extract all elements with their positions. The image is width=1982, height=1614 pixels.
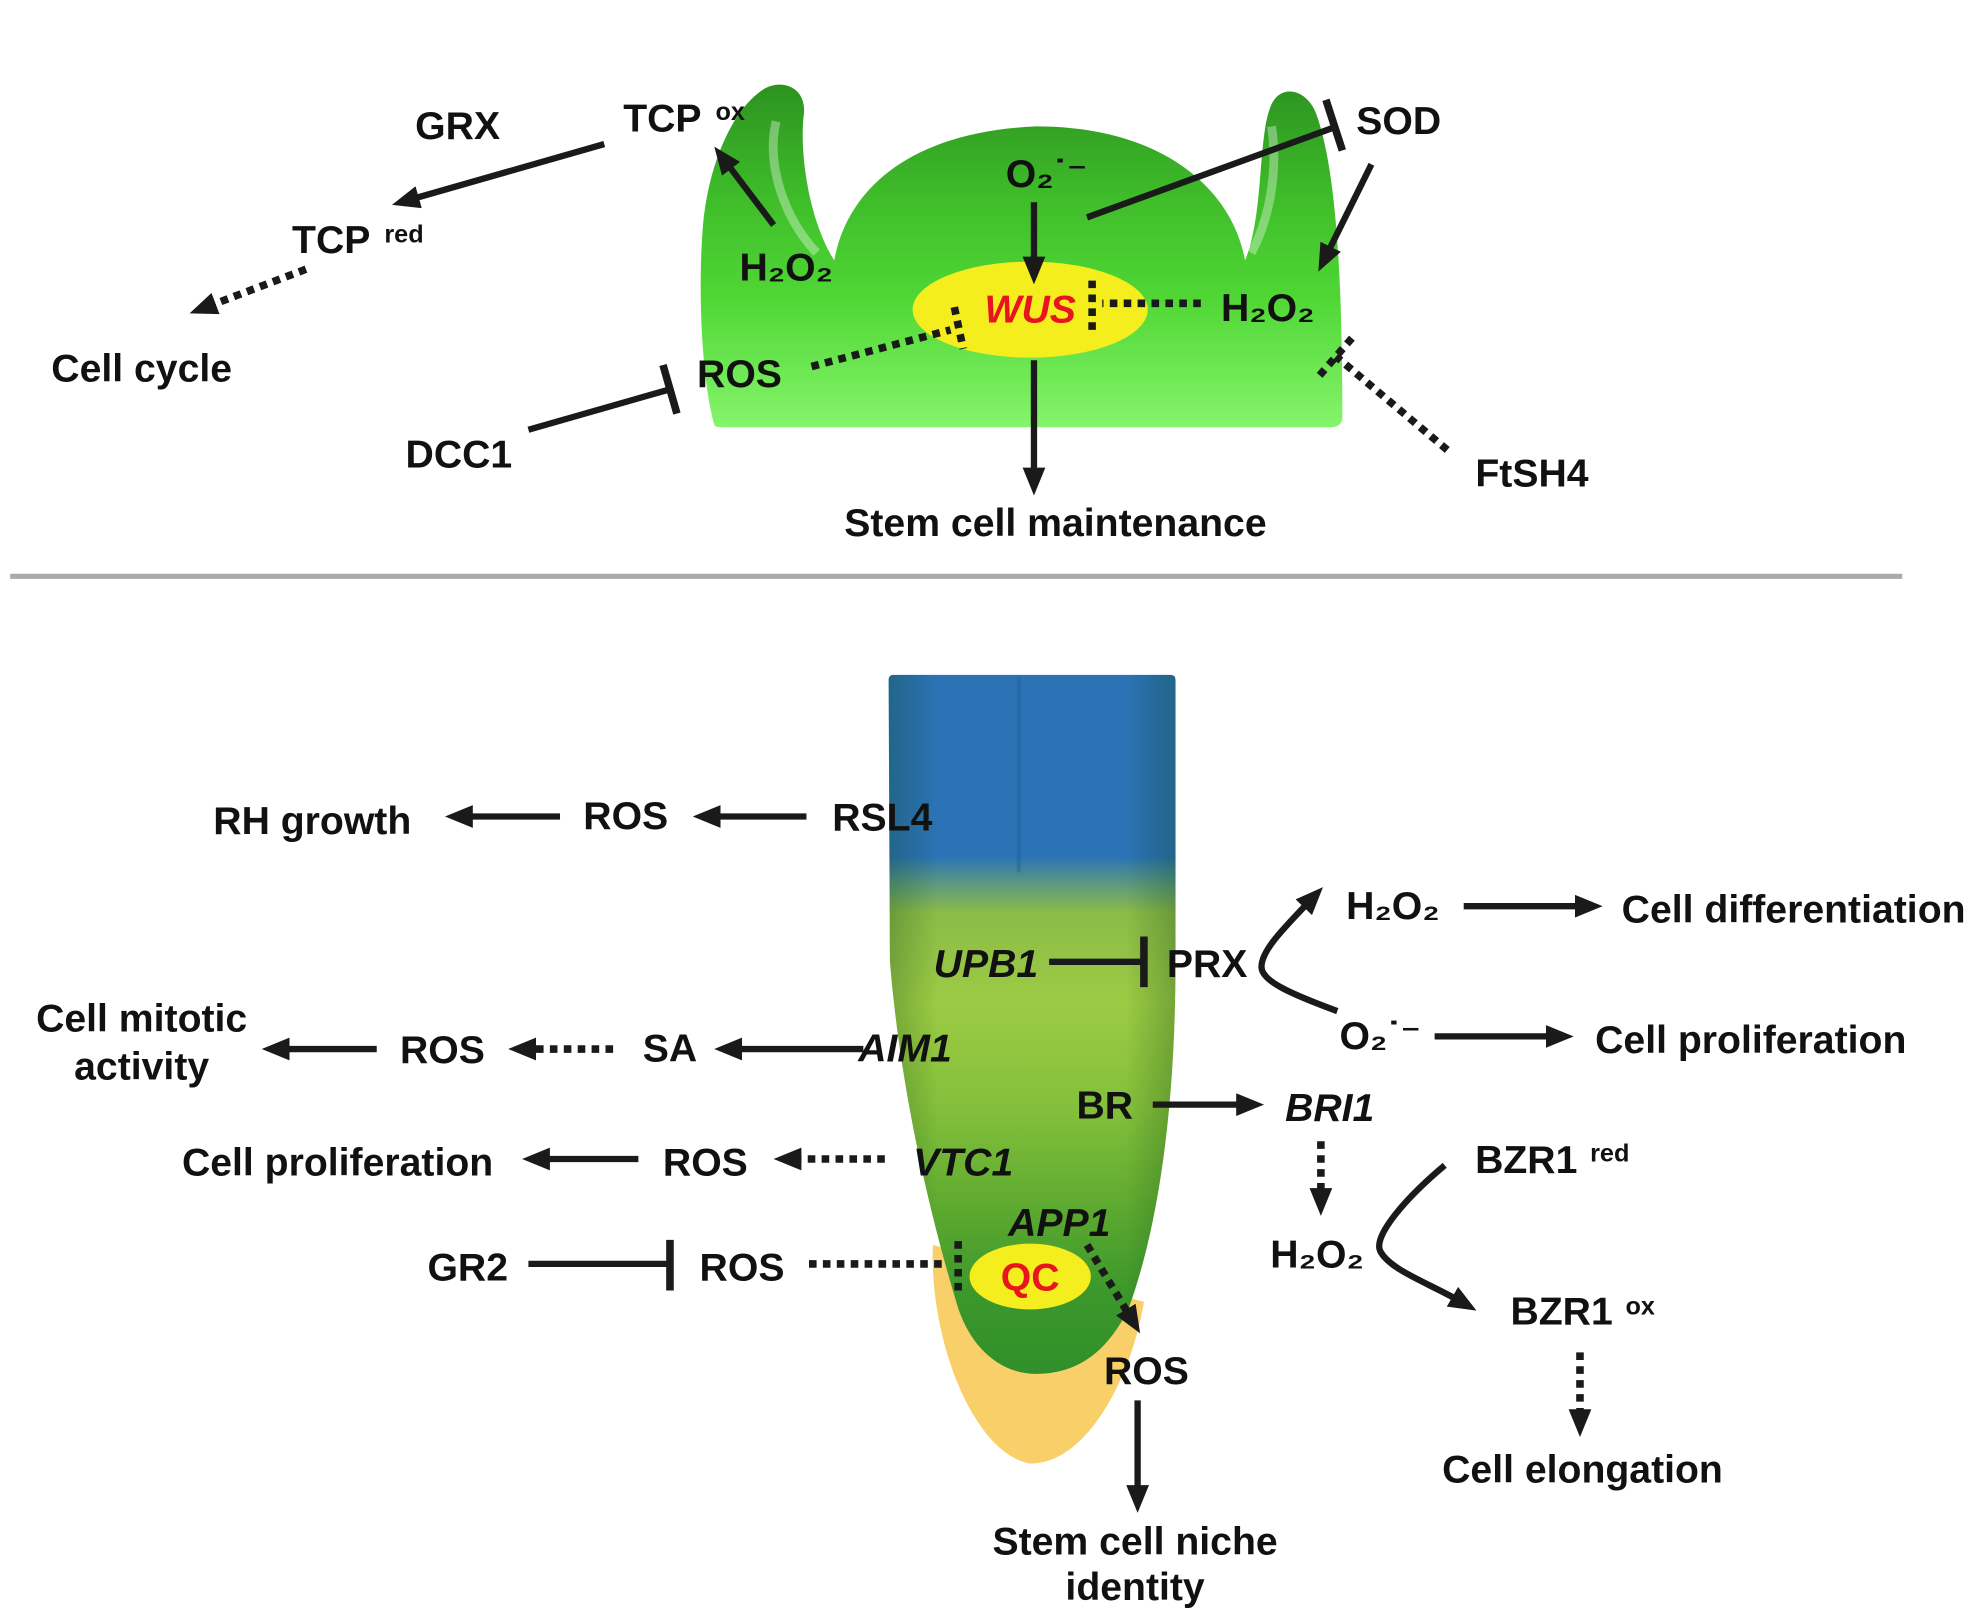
label-ros: ROS [697,353,782,396]
label-cell-mitotic-activity-line2: activity [74,1045,209,1088]
root-edge-shading [888,674,1176,1374]
label-sod: SOD [1356,100,1441,143]
right-primordium-highlight [1247,125,1279,255]
label-bzr1-ox-sup: ox [1625,1292,1655,1320]
curved-arrow-prx-superoxide-to-h2o2 [1258,887,1339,1015]
label-ros-rh: ROS [583,795,668,838]
label-cell-cycle: Cell cycle [51,348,232,391]
label-tcp-ox-base: TCP [623,97,701,140]
label-stem-cell-niche-identity-line1: Stem cell niche [992,1521,1277,1564]
label-cell-mitotic-activity-line1: Cell mitotic [36,997,247,1040]
inhibition-upb1-prx [1049,936,1148,988]
label-cell-differentiation: Cell differentiation [1622,889,1966,932]
label-ros-gr2: ROS [700,1246,785,1289]
dotted-inhibition-ros-wus [810,306,967,371]
dotted-inhibition-line [810,326,952,371]
label-gr2: GR2 [427,1246,508,1289]
label-sa: SA [643,1028,697,1071]
label-tcp-ox-sup: ox [715,98,745,126]
root-panel: RH growth ROS RSL4 UPB1 PRX H₂O₂ Cell di… [36,674,1966,1609]
shoot-apical-meristem-panel: GRX TCP ox TCP red Cell cycle H₂O₂ O₂˙⁻ … [51,84,1589,545]
meristem-shape [700,84,1343,428]
label-h2o2-left: H₂O₂ [739,247,833,290]
label-bzr1-ox: BZR1 [1510,1291,1612,1334]
arrow-sod-to-h2o2 [1318,162,1375,272]
label-h2o2-prx: H₂O₂ [1346,885,1440,928]
label-upb1: UPB1 [934,943,1039,986]
label-tcp-ox: TCP [623,97,701,140]
arrow-tcp-ox-to-tcp-red [391,141,606,209]
dotted-inhibition-ros-qc [808,1241,962,1293]
label-superoxide: O₂˙⁻ [1006,153,1088,196]
label-grx: GRX [415,105,500,148]
inhibition-superoxide-sod [1085,98,1346,221]
curved-arrow-bzr1-red-to-bzr1-ox [1376,1162,1477,1311]
label-superoxide-prx: O₂˙⁻ [1339,1015,1421,1058]
label-cell-proliferation-right: Cell proliferation [1595,1019,1906,1062]
quiescent-center [969,1243,1091,1310]
inhibition-line [527,386,671,433]
label-ros-qc: ROS [1104,1350,1189,1393]
label-app1: APP1 [1007,1202,1110,1245]
inhibition-bar [1322,98,1346,152]
label-tcp-red-sup: red [384,221,423,249]
label-tcp-red: TCP [292,219,370,262]
label-bzr1-red: BZR1 [1475,1139,1577,1182]
dotted-inhibition-bar [950,306,967,350]
inhibition-bar [659,363,681,415]
inhibition-dcc1-ros [527,363,681,433]
label-h2o2-right: H₂O₂ [1221,287,1315,330]
label-h2o2-br: H₂O₂ [1270,1234,1364,1277]
label-ftsh4: FtSH4 [1475,453,1588,496]
label-rh-growth: RH growth [213,800,411,843]
inhibition-line [1085,124,1335,221]
label-vtc1: VTC1 [913,1141,1013,1184]
dotted-inhibition-bar [1316,334,1356,378]
label-aim1: AIM1 [857,1028,952,1071]
label-br: BR [1076,1085,1133,1128]
label-prx: PRX [1167,943,1248,986]
label-stem-cell-maintenance: Stem cell maintenance [844,502,1266,545]
dotted-arrow-qc-to-ros [1083,1242,1141,1334]
inhibition-gr2-ros [528,1239,674,1291]
dotted-inhibition-h2o2-wus [1088,280,1201,333]
dotted-arrow-tcp-red-to-cell-cycle [189,265,308,315]
label-wus: WUS [984,288,1075,331]
dotted-inhibition-ftsh4 [1316,334,1450,453]
label-bzr1-red-sup: red [1590,1140,1629,1168]
arrow-h2o2-to-tcp-ox [714,146,777,227]
label-qc: QC [1001,1256,1060,1299]
label-tcp-red-base: TCP [292,219,370,262]
label-ros-vtc1: ROS [663,1141,748,1184]
left-primordium-highlight [768,120,820,256]
label-cell-elongation: Cell elongation [1442,1449,1723,1492]
label-dcc1: DCC1 [406,434,513,477]
dotted-inhibition-line [1333,353,1450,453]
label-stem-cell-niche-identity-line2: identity [1065,1566,1204,1609]
label-bri1: BRI1 [1285,1087,1374,1130]
label-cell-proliferation-left: Cell proliferation [182,1141,493,1184]
label-ros-mitotic: ROS [400,1029,485,1072]
label-rsl4: RSL4 [832,796,932,839]
